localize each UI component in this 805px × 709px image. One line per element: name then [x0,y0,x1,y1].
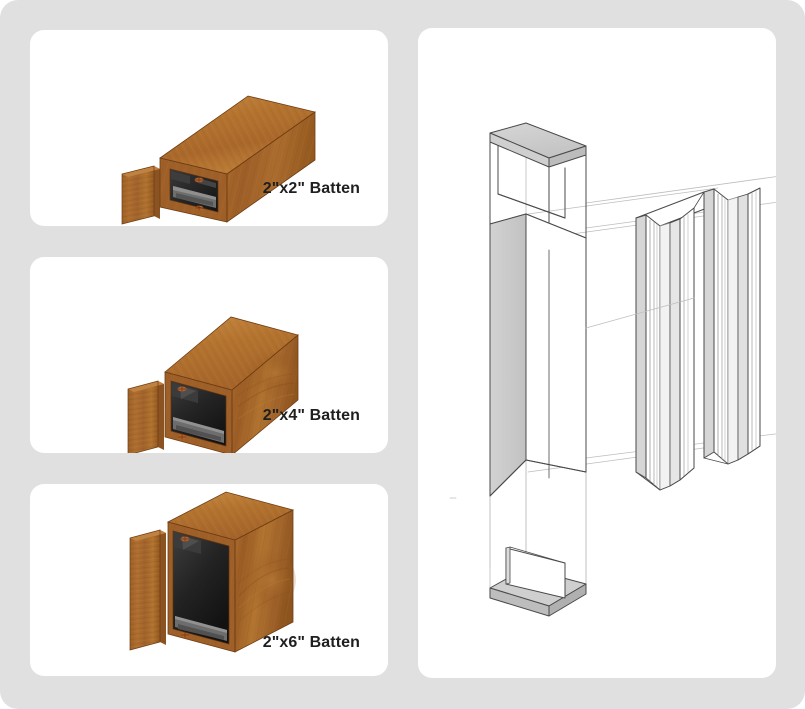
wood-batten-extrusion-2x2-icon [30,30,388,226]
batten-card-2x4-label: 2"x4" Batten [262,407,360,424]
batten-body-2x4 [164,316,299,453]
batten-card-2x2[interactable]: 2"x2" Batten [30,30,388,226]
post-and-batten-assembly-diagram[interactable] [418,28,776,678]
screw-boss-top [180,536,190,542]
wood-batten-extrusion-2x4-icon [30,257,388,453]
screw-boss-top [177,386,187,392]
batten-card-2x6-label: 2"x6" Batten [262,634,360,651]
wood-plank-piece [121,165,160,225]
base-plate [489,546,587,617]
isometric-wireframe-illustration [418,28,776,678]
screw-boss-bottom [177,434,187,440]
batten-card-2x2-label: 2"x2" Batten [262,180,360,197]
batten-slat-3 [703,188,729,465]
batten-body-2x6 [166,491,296,653]
screw-boss-bottom [180,632,190,638]
batten-card-2x6[interactable]: 2"x6" Batten [30,484,388,676]
wood-plank-piece [127,380,164,453]
batten-card-2x4[interactable]: 2"x4" Batten [30,257,388,453]
wood-plank-piece [129,529,166,651]
batten-slat-gap-1 [659,222,671,491]
screw-boss-top [194,177,204,183]
post-column [489,213,587,497]
batten-slat-1 [635,214,661,491]
wood-batten-extrusion-2x6-icon [30,484,388,676]
batten-slat-4 [737,187,761,461]
batten-body-2x2 [159,95,316,223]
batten-slat-2 [669,207,695,487]
batten-slats [585,187,761,491]
post-cap [489,122,587,251]
